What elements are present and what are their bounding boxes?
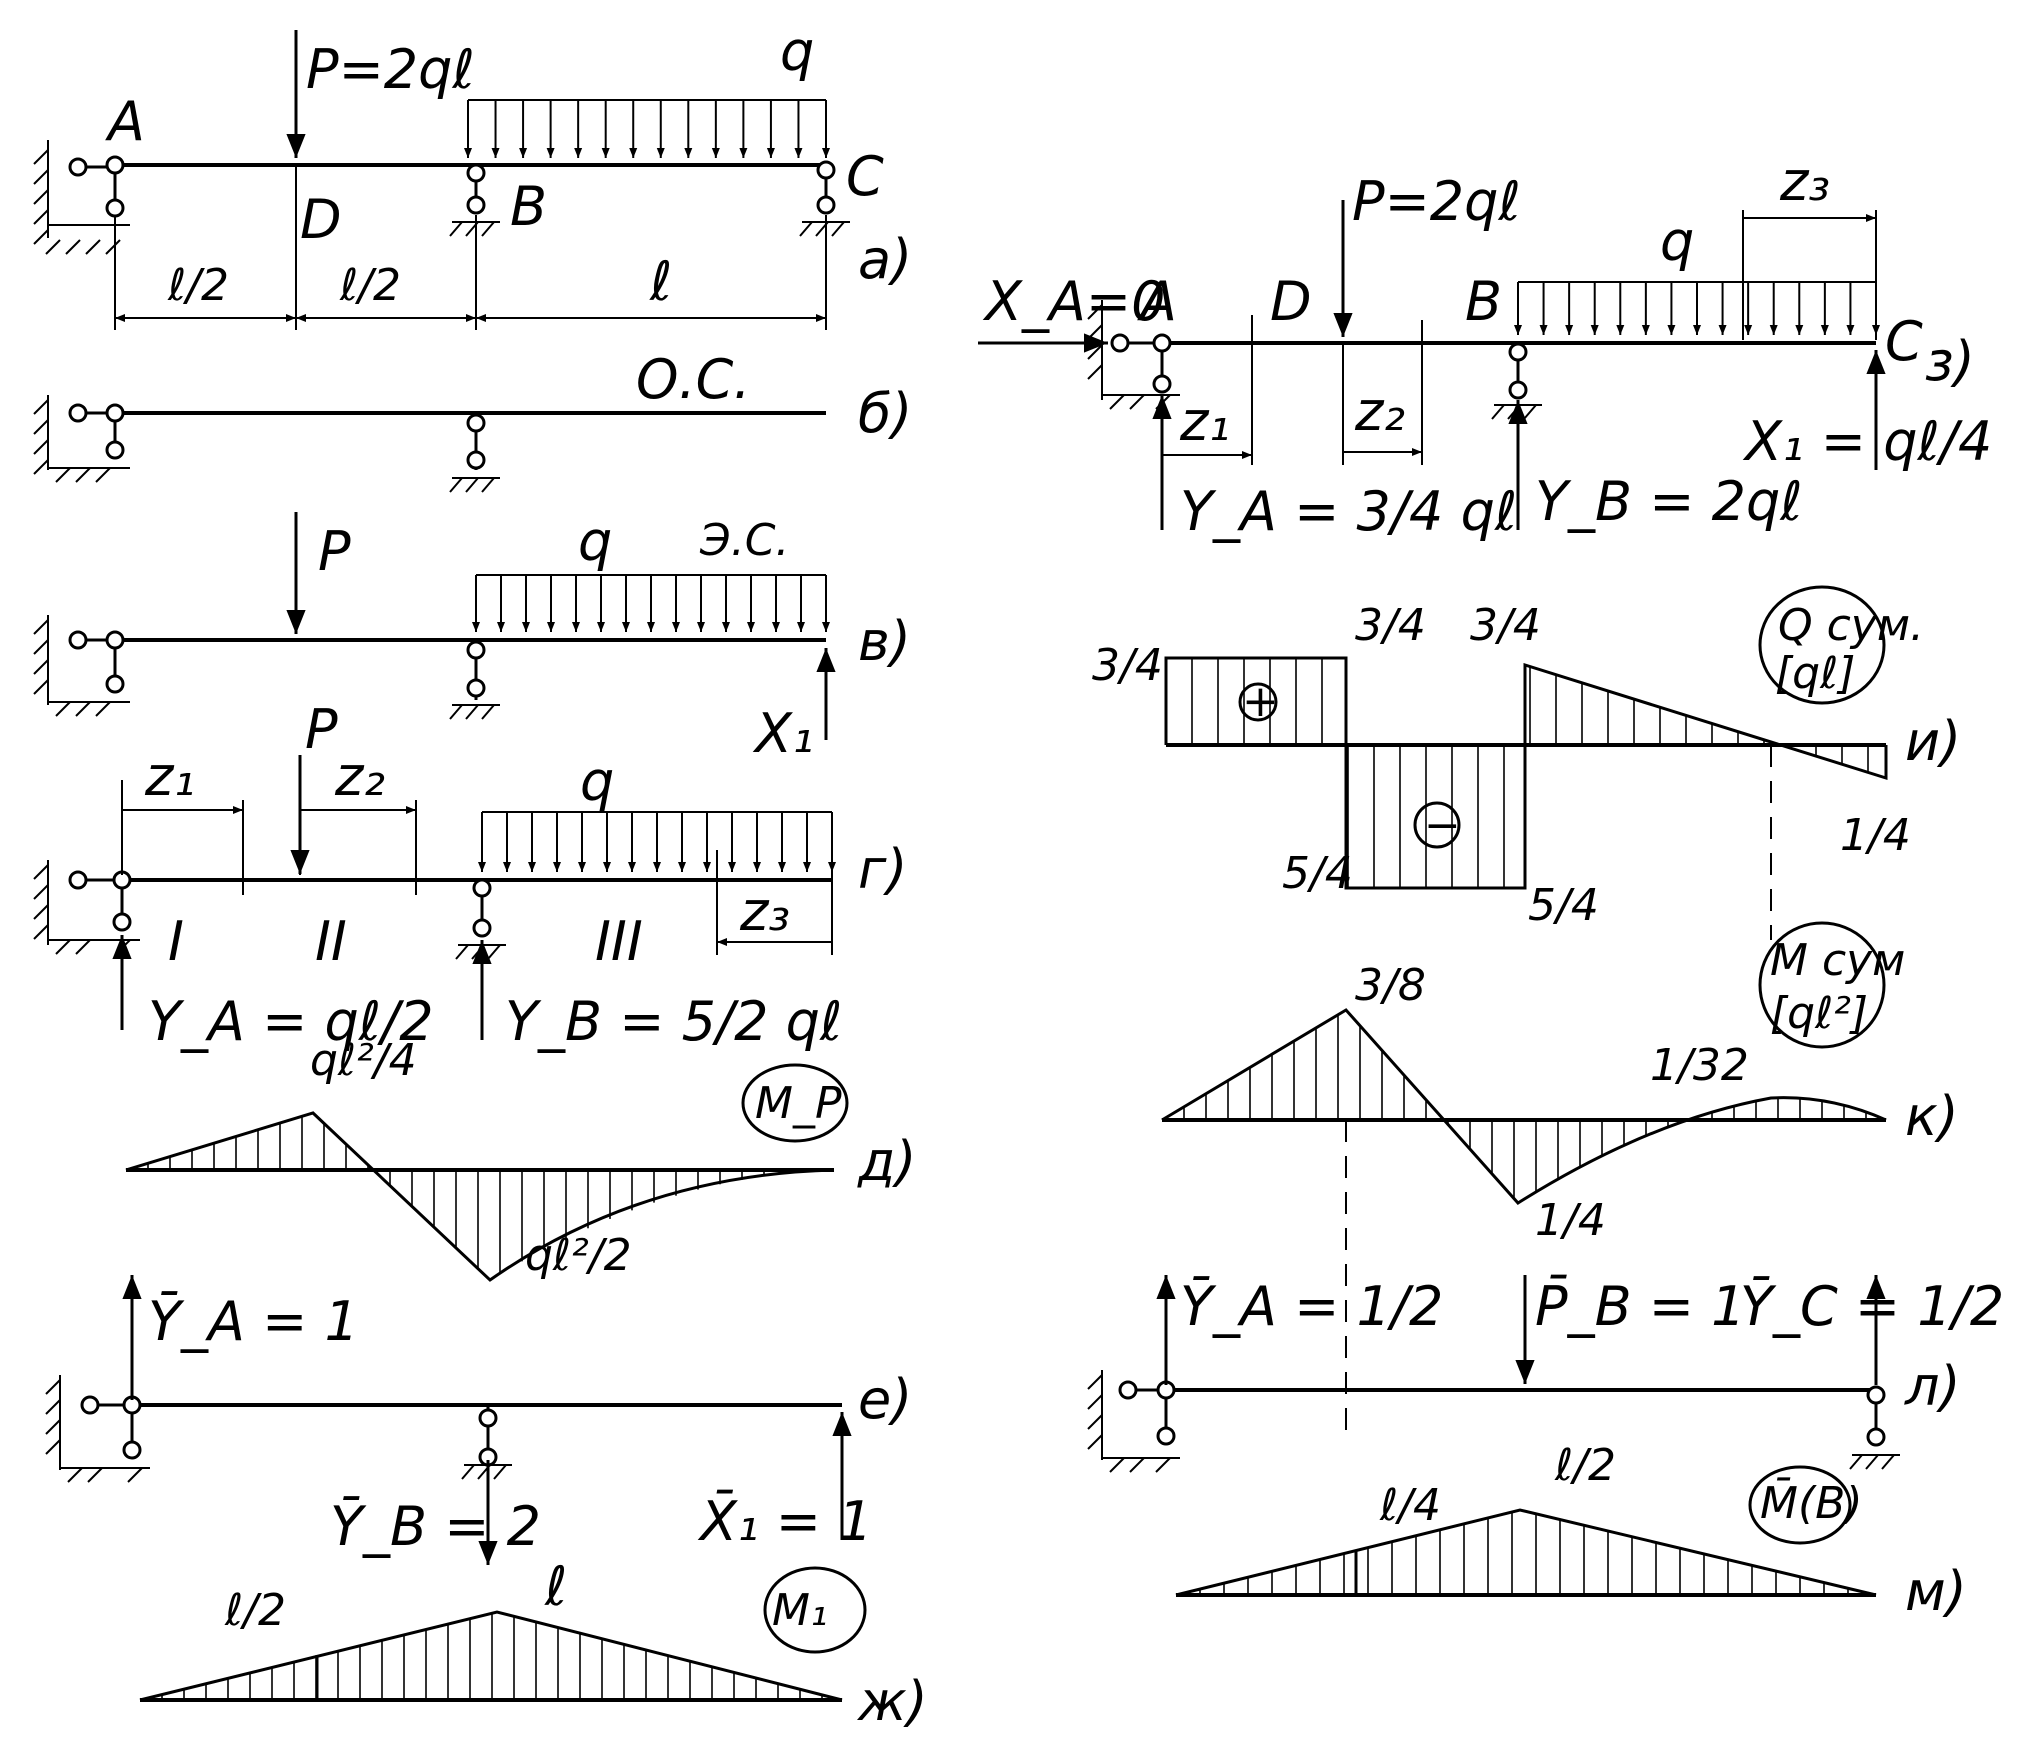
dim-bc-label: ℓ [649,250,672,313]
point-c-label: C [846,145,884,208]
shear-value-3: 3/4 [1470,600,1541,651]
scheme-a: A D B C P=2qℓ q ℓ/2 ℓ/2 ℓ а) [33,20,912,330]
diagram-k-moment-sum: M сум [qℓ²] 3/8 1/4 1/32 к) [1161,921,1959,1430]
final-x1-label: X₁ = qℓ/4 [1742,410,1992,473]
moment-p-value-b: qℓ²/2 [525,1230,632,1281]
final-point-b-label: B [1465,270,1502,333]
panel-label-m: м) [1905,1560,1967,1623]
section-z3-label: z₃ [739,880,790,943]
segment-1-label: I [168,910,184,973]
panel-label-d: д) [857,1130,916,1193]
scheme-l-unit-b: Ȳ_A = 1/2 P̄_B = 1 Ȳ_C = 1/2 л) [1087,1275,2004,1473]
diagram-m-moment-b: M̄(B) ℓ/4 ℓ/2 м) [1175,1440,1967,1623]
final-z3-label: z₃ [1779,150,1830,213]
point-d-label: D [300,188,342,251]
moment-1-value-d: ℓ/2 [224,1585,286,1636]
moment-sum-value-3: 1/32 [1650,1040,1749,1091]
panel-label-zh: ж) [856,1670,928,1733]
moment-1-value-b: ℓ [544,1555,567,1618]
moment-p-value-d: qℓ²/4 [310,1035,417,1086]
diagram-d-moment-p: M_P qℓ²/4 qℓ²/2 д) [125,1035,916,1282]
section-z2-label: z₂ [334,745,385,808]
unit-ya-label: Ȳ_A = 1 [148,1290,359,1353]
scheme-z-final-system: X_A=0 A D B C P=2qℓ q z₁ z₂ z₃ Y_A = 3/4… [978,150,1992,543]
panel-label-b: б) [858,382,912,445]
reaction-ya-label: Y_A = qℓ/2 [148,990,434,1053]
final-z2-label: z₂ [1354,380,1405,443]
point-b-label: B [510,175,547,238]
panel-label-e: е) [858,1368,912,1431]
panel-label-a: а) [858,228,912,291]
equiv-load-label: q [578,510,612,573]
shear-value-2: 3/4 [1355,600,1426,651]
point-a-label: A [105,90,145,153]
scheme-v-equivalent-system: P q Э.С. X₁ в) [33,510,911,765]
dist-load-arrows-a [464,100,830,158]
shear-plus-sign: + [1242,676,1279,727]
panel-label-v: в) [858,610,911,673]
basic-system-label: О.С. [636,348,751,411]
unit-x1-label: X̄₁ = 1 [697,1490,873,1553]
final-force-label: P=2qℓ [1352,170,1521,233]
panel-label-k: к) [1905,1085,1959,1148]
unknown-x1-label: X₁ [752,702,814,765]
final-load-label: q [1660,210,1694,273]
moment-1-title: M₁ [772,1585,828,1636]
shear-minus-sign: − [1424,800,1461,851]
unit-b-ya-label: Ȳ_A = 1/2 [1180,1275,1443,1338]
final-yb-label: Y_B = 2qℓ [1535,470,1803,533]
force-p-label: P=2qℓ [306,38,475,101]
sections-force-label: P [305,698,338,761]
panel-label-z: з) [1925,330,1975,393]
diagram-zh-moment-1: M₁ ℓ/2 ℓ ж) [139,1555,928,1733]
sections-load-label: q [580,750,614,813]
equivalent-system-label: Э.С. [699,515,789,566]
moment-b-value-2: ℓ/2 [1554,1440,1616,1491]
unit-b-pb-label: P̄_B = 1 [1535,1275,1746,1338]
section-z1-label: z₁ [144,745,195,808]
moment-sum-units: [qℓ²] [1770,988,1868,1039]
shear-title: Q сум. [1778,600,1924,651]
shear-value-5: 5/4 [1528,880,1599,931]
diagram-i-shear: + − Q сум. [qℓ] 3/4 3/4 3/4 5/4 5/4 1/4 … [1092,585,1961,940]
unit-b-yc-label: Ȳ_C = 1/2 [1740,1275,2004,1338]
moment-sum-value-1: 3/8 [1355,960,1426,1011]
panel-label-l: л) [1904,1355,1961,1418]
segment-2-label: II [315,910,347,973]
panel-label-g: г) [858,838,907,901]
scheme-g-sections: z₁ P z₂ q z₃ I II III Y_A = qℓ/2 Y_B = 5… [33,698,907,1053]
shear-value-4: 5/4 [1282,848,1353,899]
final-point-a-label: A [1137,270,1177,333]
final-xa-label: X_A=0 [982,270,1166,333]
shear-value-1: 3/4 [1092,640,1163,691]
scheme-e-unit-state: Ȳ_A = 1 Ȳ_B = 2 X̄₁ = 1 е) [45,1275,912,1565]
shear-value-6: 1/4 [1840,810,1911,861]
dim-db-label: ℓ/2 [339,260,401,311]
final-point-d-label: D [1270,270,1312,333]
moment-b-value-1: ℓ/4 [1379,1480,1441,1531]
moment-sum-value-2: 1/4 [1535,1195,1606,1246]
final-z1-label: z₁ [1179,390,1230,453]
panel-label-i: и) [1905,710,1961,773]
shear-units: [qℓ] [1775,648,1855,699]
equiv-force-label: P [318,520,351,583]
scheme-b-basic-system: О.С. б) [33,348,912,493]
moment-b-title: M̄(B) [1760,1476,1862,1529]
moment-p-title: M_P [755,1078,842,1129]
reaction-yb-label: Y_B = 5/2 qℓ [505,990,842,1053]
final-point-c-label: C [1885,310,1923,373]
final-ya-label: Y_A = 3/4 qℓ [1180,480,1517,543]
unit-yb-label: Ȳ_B = 2 [330,1495,541,1558]
dim-ad-label: ℓ/2 [167,260,229,311]
segment-3-label: III [595,910,643,973]
moment-sum-title: M сум [1770,935,1905,986]
load-q-label: q [780,20,814,83]
